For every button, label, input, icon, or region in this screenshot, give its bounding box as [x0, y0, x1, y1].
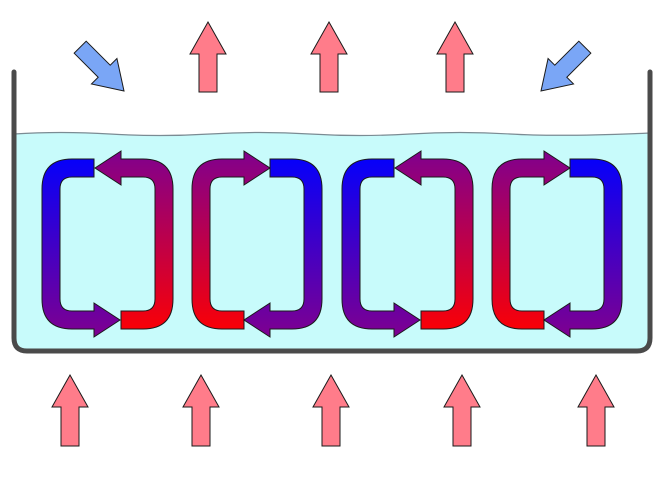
- heat-out-arrow: [436, 20, 474, 93]
- cool-air-arrows: [73, 40, 592, 92]
- convection-current-arrow: [394, 150, 474, 330]
- heat-out-arrow: [189, 20, 227, 93]
- heat-out-arrow: [310, 20, 348, 93]
- convection-current-arrow: [94, 150, 174, 330]
- heat-in-arrows: [51, 373, 615, 447]
- convection-cells: [41, 150, 623, 338]
- heat-in-arrow: [312, 373, 350, 447]
- convection-current-arrow: [41, 158, 121, 338]
- convection-current-arrow: [491, 150, 571, 330]
- heat-in-arrow: [182, 373, 220, 447]
- cool-air-arrow: [540, 40, 592, 92]
- convection-current-arrow: [191, 150, 271, 330]
- convection-current-arrow: [543, 158, 623, 338]
- heat-in-arrow: [51, 373, 89, 447]
- water-surface: [13, 131, 651, 137]
- convection-current-arrow: [243, 158, 323, 338]
- vessel: [11, 69, 653, 354]
- cool-air-arrow: [73, 40, 125, 92]
- heat-in-arrow: [443, 373, 481, 447]
- heat-in-arrow: [577, 373, 615, 447]
- heat-out-arrows: [189, 20, 474, 93]
- convection-current-arrow: [341, 158, 421, 338]
